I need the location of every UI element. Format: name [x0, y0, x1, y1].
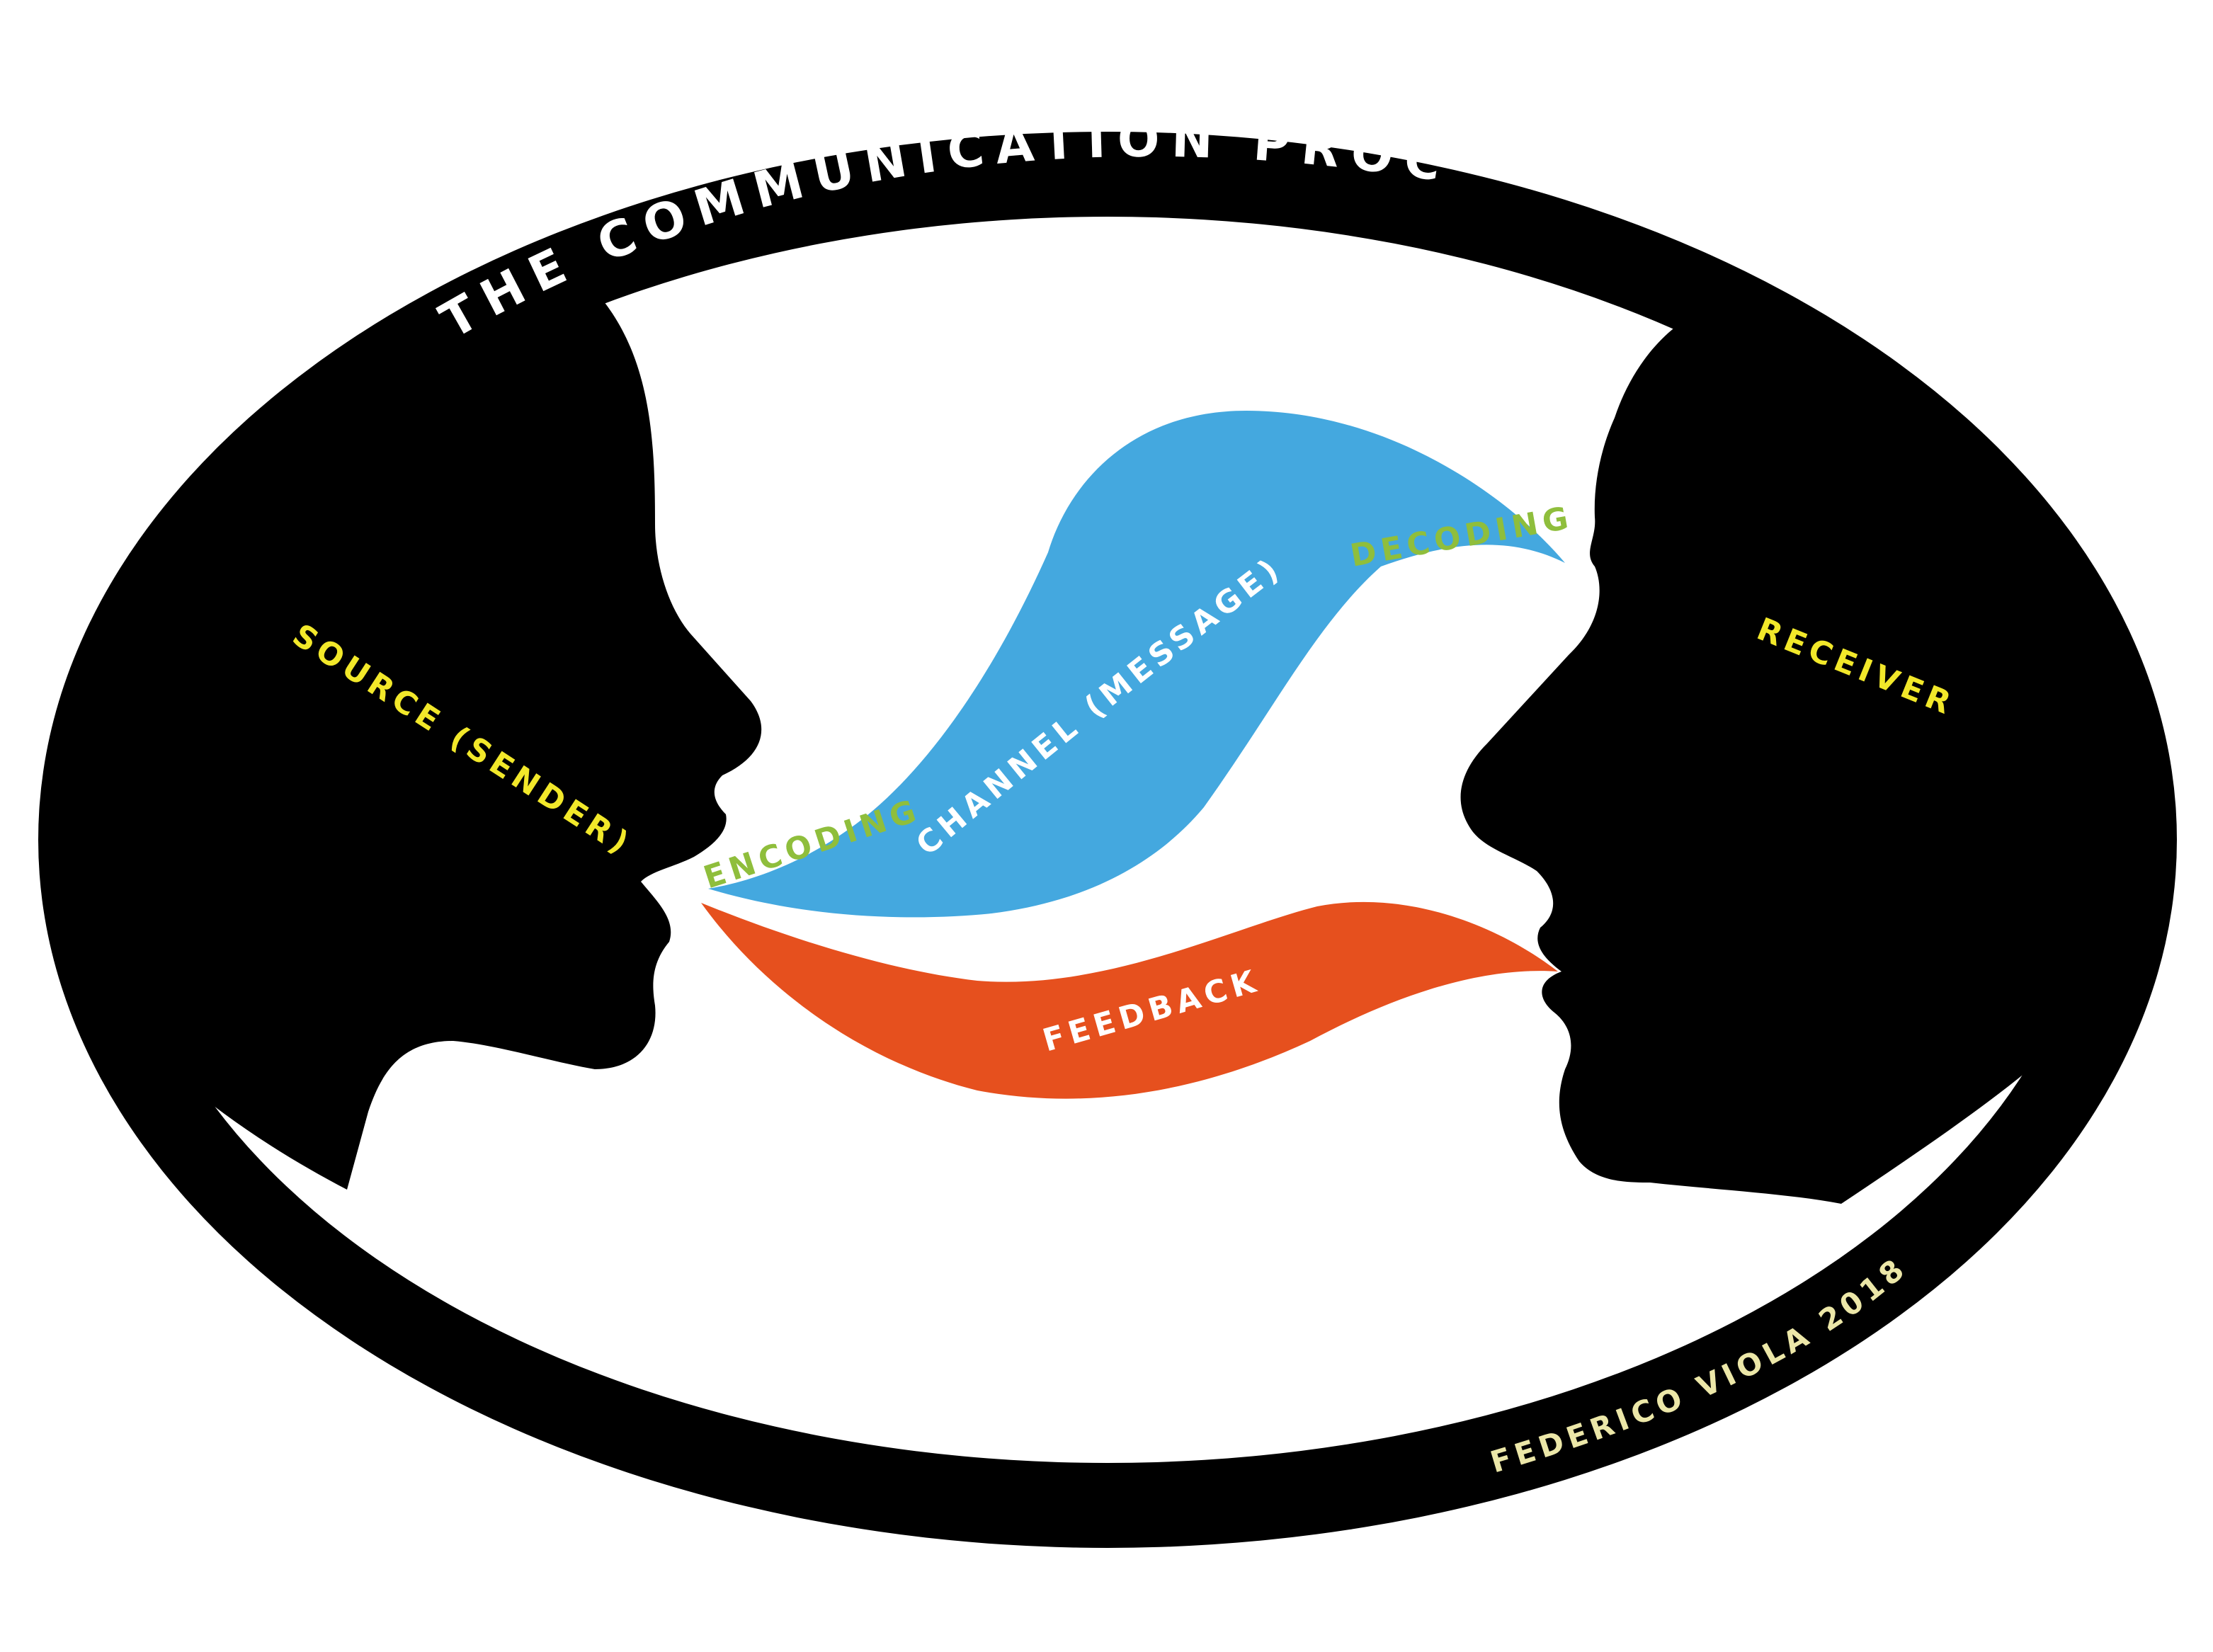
feedback-ribbon: [701, 901, 1558, 1099]
channel-ribbon: [708, 411, 1565, 918]
receiver-head-silhouette: [1460, 312, 2167, 1204]
sender-head-silhouette: [42, 283, 762, 1190]
